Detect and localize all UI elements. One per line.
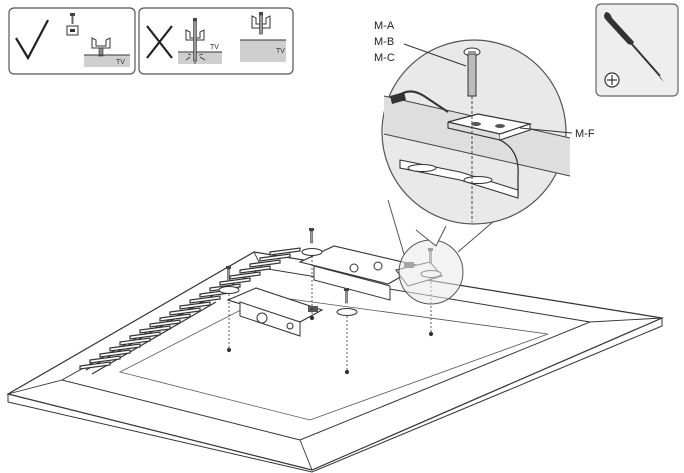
- screw-1: [218, 266, 240, 353]
- zoom-connector: [387, 189, 531, 305]
- zoom-detail-circle: [381, 39, 571, 225]
- callout-m-f: M-F: [575, 128, 595, 140]
- mount-bracket-left: [226, 287, 324, 337]
- correct-mounting-panel: TV: [8, 7, 136, 75]
- screw-too-long-icon: TV: [178, 18, 222, 64]
- callout-labels: M-A M-B M-C M-F: [374, 20, 595, 140]
- tv-tag-wrong-short: TV: [276, 48, 285, 55]
- check-mark-icon: [15, 19, 49, 61]
- bracket-on-tv-icon: TV: [84, 37, 130, 67]
- callout-m-a: M-A: [374, 20, 395, 32]
- tool-box: [595, 3, 679, 97]
- screw-icon: [66, 13, 79, 36]
- leader-m-f: [519, 127, 573, 134]
- screw-3: [336, 288, 358, 375]
- callout-m-b: M-B: [374, 36, 394, 48]
- screw-too-short-icon: TV: [240, 12, 286, 62]
- screw-2: [301, 228, 323, 321]
- phillips-screwdriver-icon: [604, 12, 664, 82]
- phillips-head-icon: [604, 72, 620, 88]
- tv-tag-wrong-long: TV: [210, 44, 219, 51]
- incorrect-mounting-panel: TV TV: [138, 7, 294, 75]
- screw-zoomed: [463, 47, 481, 222]
- cross-mark-icon: [146, 25, 173, 59]
- leader-m-screw: [403, 43, 467, 67]
- callout-m-c: M-C: [374, 52, 395, 64]
- tv-tag-correct: TV: [116, 59, 125, 66]
